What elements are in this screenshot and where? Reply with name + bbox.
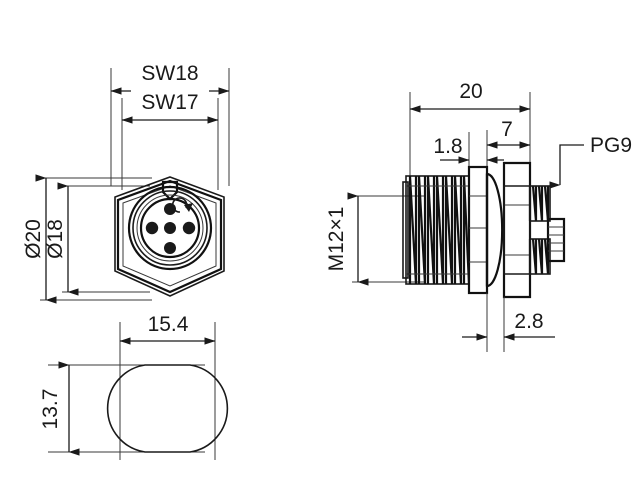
dimension-sw18-label: SW18: [141, 62, 198, 85]
callout-pg9: PG9: [549, 134, 632, 189]
dimension-2-8-label: 2.8: [514, 310, 543, 333]
socket-insert-rings: [127, 185, 213, 271]
front-view-group: SW18 SW17 Ø20 Ø18: [22, 58, 230, 304]
pg9-rear-thread: [528, 185, 551, 275]
contact-pins: [145, 203, 196, 254]
rear-knurled-cap: [546, 217, 566, 263]
insert-keyway-marker: [171, 197, 193, 213]
dimension-m12x1-label: M12×1: [325, 207, 348, 272]
pin-4: [182, 221, 196, 235]
dimension-15-4-label: 15.4: [148, 313, 189, 336]
side-view-centre-lines: [486, 293, 505, 352]
dimension-dia20-label: Ø20: [22, 219, 45, 259]
dimension-1-8-label: 1.8: [433, 135, 462, 158]
pin-2: [145, 221, 159, 235]
dimension-20: 20: [409, 76, 531, 113]
thread-profile: [406, 176, 469, 284]
pin-5: [164, 242, 176, 254]
dimension-dia18: Ø18: [44, 182, 79, 296]
sealing-gasket: [485, 172, 504, 288]
bottom-view-profile: [106, 364, 229, 453]
dimension-13-7: 13.7: [39, 361, 80, 456]
dimension-sw18: SW18: [110, 58, 230, 95]
dimension-7: 7: [486, 115, 531, 149]
callout-pg9-label: PG9: [590, 134, 632, 157]
dimension-13-7-label: 13.7: [39, 389, 62, 430]
dimension-20-label: 20: [459, 80, 482, 103]
dimension-dia18-label: Ø18: [44, 219, 67, 259]
side-view-group: 20 7 1.8 2.8 M12×: [325, 76, 632, 352]
pin-3: [164, 222, 176, 234]
dimension-1-8: 1.8: [433, 135, 504, 164]
dimension-7-label: 7: [501, 118, 513, 141]
dimension-sw17: SW17: [121, 88, 219, 124]
dimension-15-4: 15.4: [119, 310, 216, 345]
dimension-sw17-label: SW17: [141, 91, 198, 114]
bottom-view-group: 15.4 13.7: [39, 310, 229, 460]
dimension-dia20: Ø20: [22, 174, 57, 304]
dimension-m12x1: M12×1: [325, 192, 369, 286]
hexagon-body: [114, 176, 225, 297]
dimension-2-8: 2.8: [462, 310, 555, 341]
